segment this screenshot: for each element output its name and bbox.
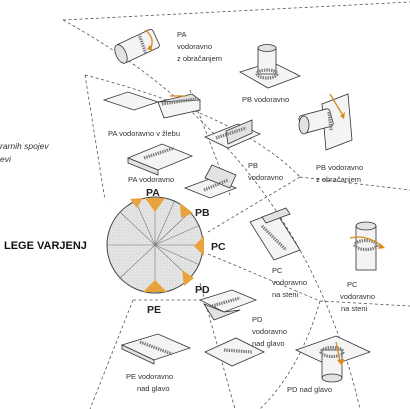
disc-marker-pa-left	[130, 198, 143, 208]
illustration-pd-overhead	[198, 289, 258, 321]
side-text-1: rarnih spojev	[0, 141, 49, 151]
disc-marker-pa	[145, 198, 165, 212]
label-pb-horiz-2: z obračanjem	[316, 175, 361, 184]
illustration-pb-fillet	[203, 119, 261, 149]
illustration-pb-pipe-vertical	[239, 44, 301, 89]
label-pd-ovh-3: nad glavo	[252, 339, 285, 348]
label-pc-wall-1: PC	[272, 266, 283, 275]
diagram-title: LEGE VARJENJ	[4, 240, 87, 252]
label-pa-rot-2: vodoravno	[177, 42, 212, 51]
code-pc: PC	[211, 241, 226, 253]
illustration-pa-flat	[126, 143, 194, 176]
label-pc-wall-3: na steni	[272, 290, 299, 299]
illustration-pa-groove	[102, 91, 201, 119]
illustration-pd-pipe	[294, 335, 372, 383]
label-pc-pipe-1: PC	[347, 280, 358, 289]
label-pd-ovh-1: PD	[252, 315, 263, 324]
label-pc-pipe-2: vodoravno	[340, 292, 375, 301]
code-pa: PA	[146, 187, 160, 199]
label-pa-groove: PA vodoravno v žlebu	[108, 129, 180, 138]
label-pc-wall-2: vodoravno	[272, 278, 307, 287]
position-disc	[106, 196, 204, 294]
code-pd: PD	[195, 284, 210, 296]
label-pa-rot-1: PA	[177, 30, 186, 39]
label-pe-1: PE vodoravno	[126, 372, 173, 381]
illustration-pc-wall	[249, 207, 301, 261]
label-pc-pipe-3: na steni	[341, 304, 368, 313]
code-pb: PB	[195, 207, 210, 219]
illustration-pc-pipe	[349, 221, 385, 271]
illustration-pa-pipe-rotating	[114, 29, 160, 64]
label-pb-vert: PB vodoravno	[242, 95, 289, 104]
label-pd-pipe: PD nad glavo	[287, 385, 332, 394]
label-pb-horiz-1: PB vodoravno	[316, 163, 363, 172]
disc-marker-pe	[143, 280, 167, 292]
label-pb-fillet-1: PB	[248, 161, 258, 170]
label-pb-fillet-2: vodoravno	[248, 173, 283, 182]
label-pa-rot-3: z obračanjem	[177, 54, 222, 63]
code-pe: PE	[147, 304, 161, 316]
side-text-2: evi	[0, 154, 12, 164]
label-pa-flat: PA vodoravno	[128, 175, 174, 184]
illustration-pd-plate	[204, 337, 265, 367]
illustration-pe-overhead	[120, 333, 192, 365]
label-pd-ovh-2: vodoravno	[252, 327, 287, 336]
disc-marker-pc	[194, 236, 204, 256]
disc-marker-pd	[182, 270, 194, 286]
illustration-pb-pipe-horizontal	[298, 93, 353, 151]
label-pe-2: nad glavo	[137, 384, 170, 393]
disc-marker-pb	[180, 203, 193, 218]
illustration-pb-tjoint	[183, 164, 238, 199]
